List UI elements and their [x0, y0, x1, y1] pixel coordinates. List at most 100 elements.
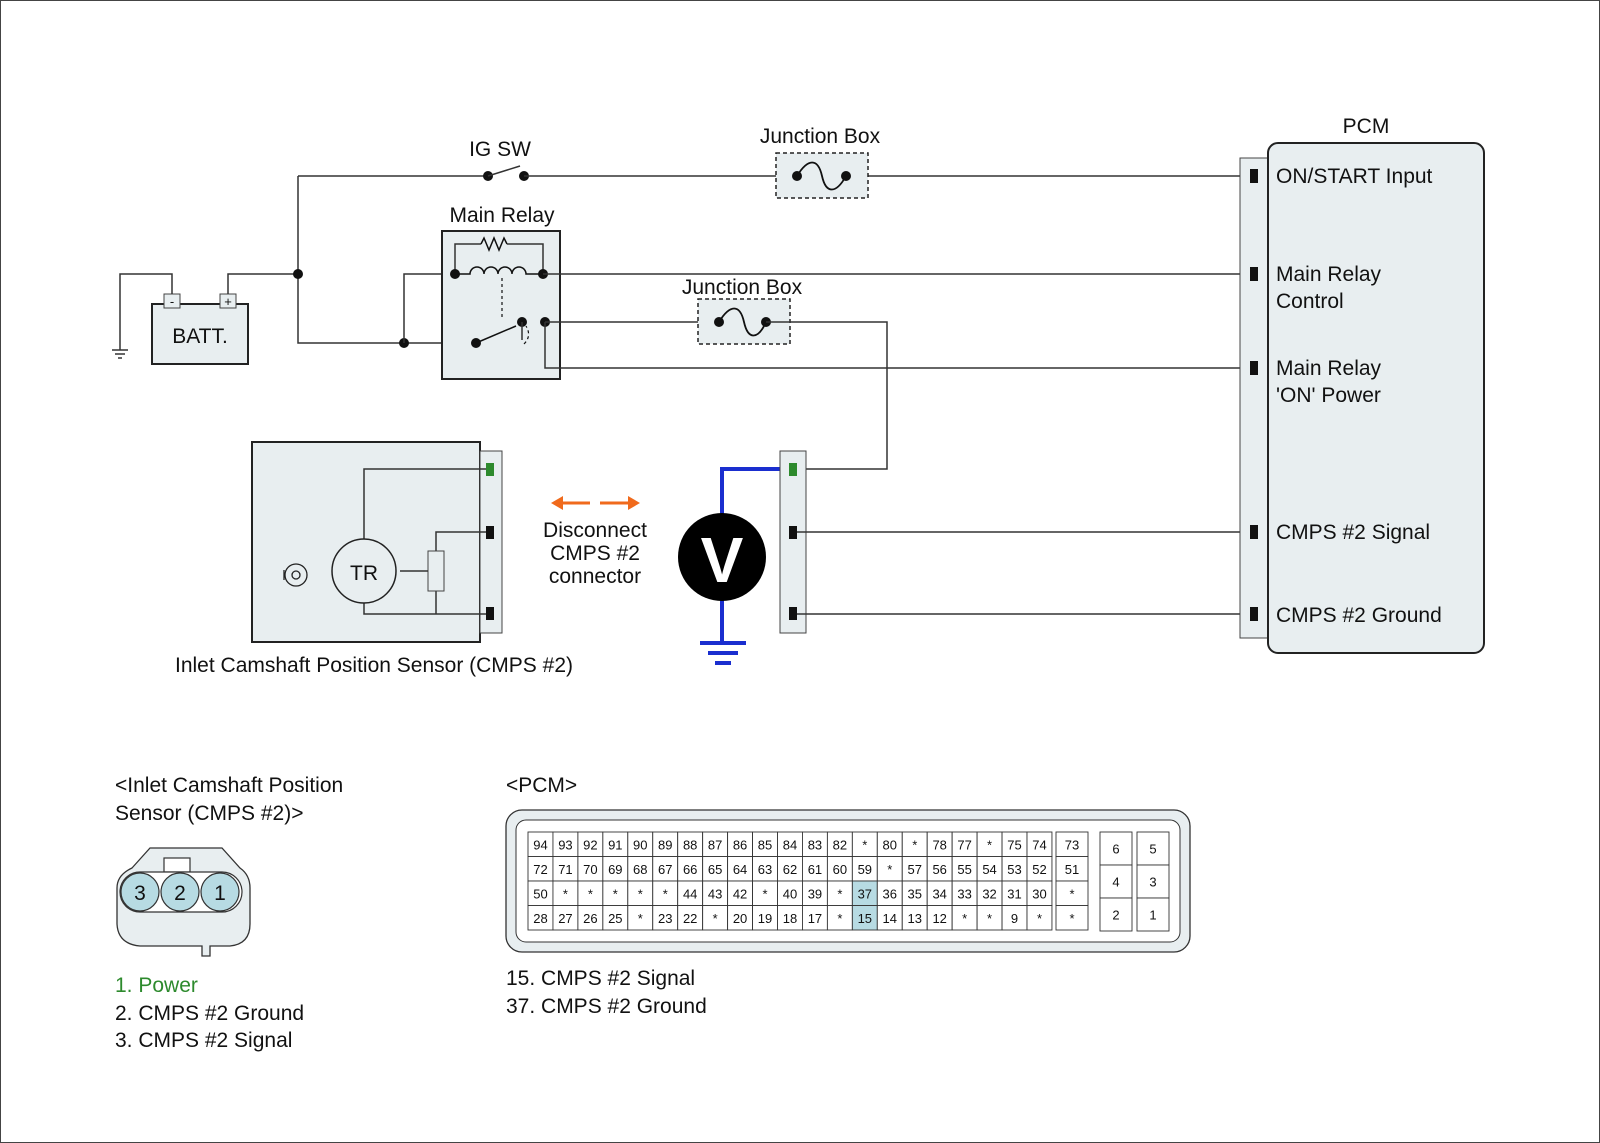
pcm-pin-cell-label: 91	[608, 837, 622, 852]
pcm-pin-main-relay-control-1: Main Relay	[1276, 263, 1382, 286]
pcm-aux-pin-cell-label: 6	[1112, 842, 1119, 857]
relay-coil-icon	[455, 266, 543, 275]
pcm-pin-cell-label: *	[762, 886, 767, 901]
pcm-pin-cell	[777, 880, 803, 906]
pcm-pin-cell	[802, 856, 828, 882]
pcm-pin-cell-label: 32	[982, 886, 996, 901]
main-relay-label: Main Relay	[449, 204, 555, 227]
pcm-pin-cell-label: 90	[633, 837, 647, 852]
pcm-pin-cell-label: 55	[957, 862, 971, 877]
pcm-pin-cell	[851, 905, 878, 931]
sensor-pin-2	[160, 872, 200, 912]
pcm-pin-cell-label: 52	[1032, 862, 1046, 877]
pcm-pin-cell-label: 34	[932, 886, 946, 901]
sensor-pin-1	[200, 872, 240, 912]
pcm-pin-cell	[702, 831, 729, 857]
pcm-pin-cell	[826, 831, 853, 857]
chassis-ground-icon	[112, 349, 128, 359]
pcm-pin-cell-label: 65	[708, 862, 722, 877]
pcm-pin-cell-label: 73	[1065, 837, 1079, 852]
pcm-pin-cell	[1001, 905, 1028, 931]
disconnect-line-3: connector	[549, 565, 641, 588]
pcm-pin-cell-label: 84	[783, 837, 797, 852]
pcm-pin-cell	[552, 905, 579, 931]
pcm-pin-cell	[851, 856, 878, 882]
pcm-aux-pin-cell-label: 2	[1112, 908, 1119, 923]
pcm-pin-cell-label: 92	[583, 837, 597, 852]
sensor-connector-view: <Inlet Camshaft Position Sensor (CMPS #2…	[115, 774, 343, 1052]
pcm-pin-cell-label: 50	[533, 886, 547, 901]
pcm-pin-cell-label: 71	[558, 862, 572, 877]
pcm-pin-cell-label: *	[962, 911, 967, 926]
pcm-pin-main-relay-control-2: Control	[1276, 290, 1344, 313]
battery-plus: +	[224, 294, 232, 309]
pcm-pin-cell	[951, 905, 978, 931]
pcm-pin-cell	[677, 880, 704, 906]
sensor-pin-label: 3	[134, 882, 146, 905]
pcm-pin-cell-label: *	[713, 911, 718, 926]
pcm-aux-pin-cell-label: 1	[1149, 908, 1156, 923]
junction-box-1: Junction Box	[760, 125, 881, 199]
harness-connector	[779, 450, 807, 634]
main-relay: Main Relay	[441, 204, 561, 380]
pcm-pin-cell-label: 85	[758, 837, 772, 852]
pcm-pin-cell	[527, 856, 554, 882]
pcm-pin-cell-label: *	[987, 911, 992, 926]
pcm-pin-cell-label: *	[987, 837, 992, 852]
pcm-pin-cell	[552, 856, 579, 882]
pcm-pin-cell-label: 19	[758, 911, 772, 926]
pcm-pin-cell	[552, 880, 579, 906]
pcm-pin-cell-label: *	[1069, 886, 1074, 901]
pcm-pin-cell-label: 75	[1007, 837, 1021, 852]
pcm-pin-cell-label: 70	[583, 862, 597, 877]
pcm-pin-cell-label: 35	[907, 886, 921, 901]
target-wheel-icon	[283, 563, 308, 587]
sensor-pin-3	[120, 872, 160, 912]
sensor-pin-label: 2	[174, 882, 186, 905]
pcm-pin-cell	[627, 831, 654, 857]
pcm-pin-cell-label: 17	[808, 911, 822, 926]
pcm-pin-cell-label: *	[837, 886, 842, 901]
pcm-aux-pin-cell-label: 5	[1149, 842, 1156, 857]
pcm-pin-cell-label: 94	[533, 837, 547, 852]
sensor-legend-3: 3. CMPS #2 Signal	[115, 1029, 292, 1052]
pcm-pin-cell-label: 28	[533, 911, 547, 926]
pcm-pin-cell-label: *	[1037, 911, 1042, 926]
sensor-power-pin	[486, 463, 494, 476]
sensor-legend-1: 1. Power	[115, 974, 198, 997]
pcm-pin-cell	[876, 905, 903, 931]
pcm-legend-2: 37. CMPS #2 Ground	[506, 995, 707, 1018]
ignition-switch: IG SW	[469, 138, 531, 181]
pcm-pin-cell-label: 18	[783, 911, 797, 926]
pcm-pin-cell-label: 54	[982, 862, 996, 877]
fuse-icon	[718, 307, 767, 337]
pcm-pin-cell-label: 67	[658, 862, 672, 877]
pcm-pin-cell	[1055, 831, 1089, 857]
pcm-pin-cell-label: 36	[883, 886, 897, 901]
pcm-legend-1: 15. CMPS #2 Signal	[506, 967, 695, 990]
pcm-pin-cell	[777, 831, 803, 857]
pcm-pin-cell-label: 63	[758, 862, 772, 877]
pcm-pin-cell-label: 23	[658, 911, 672, 926]
pcm-aux-pin-cell-label: 4	[1112, 875, 1119, 890]
pcm-pin-cell-label: 15	[858, 911, 872, 926]
pcm-pin-cell-label: 51	[1065, 862, 1079, 877]
pcm-pin-cell-label: *	[912, 837, 917, 852]
pcm-pin-cell	[1055, 880, 1089, 906]
pcm-pin-cell	[527, 880, 554, 906]
sensor-label: Inlet Camshaft Position Sensor (CMPS #2)	[175, 654, 573, 677]
pcm-pin-cell-label: 31	[1007, 886, 1021, 901]
pcm-pin-cell-label: 13	[907, 911, 921, 926]
pcm-pin-cell-label: 9	[1011, 911, 1018, 926]
pcm-pin-cell-label: 27	[558, 911, 572, 926]
pcm-pin-cell	[926, 831, 953, 857]
pcm-pin-cell-label: 62	[783, 862, 797, 877]
pcm-pin-cell-label: 69	[608, 862, 622, 877]
pcm-label: PCM	[1343, 115, 1390, 138]
pcm-pin-cell	[802, 831, 828, 857]
pcm-pin-cell-label: 74	[1032, 837, 1046, 852]
pcm-pin-cell	[851, 831, 878, 857]
voltmeter: V	[678, 467, 793, 665]
pcm-aux-pin-cell	[1136, 864, 1170, 899]
